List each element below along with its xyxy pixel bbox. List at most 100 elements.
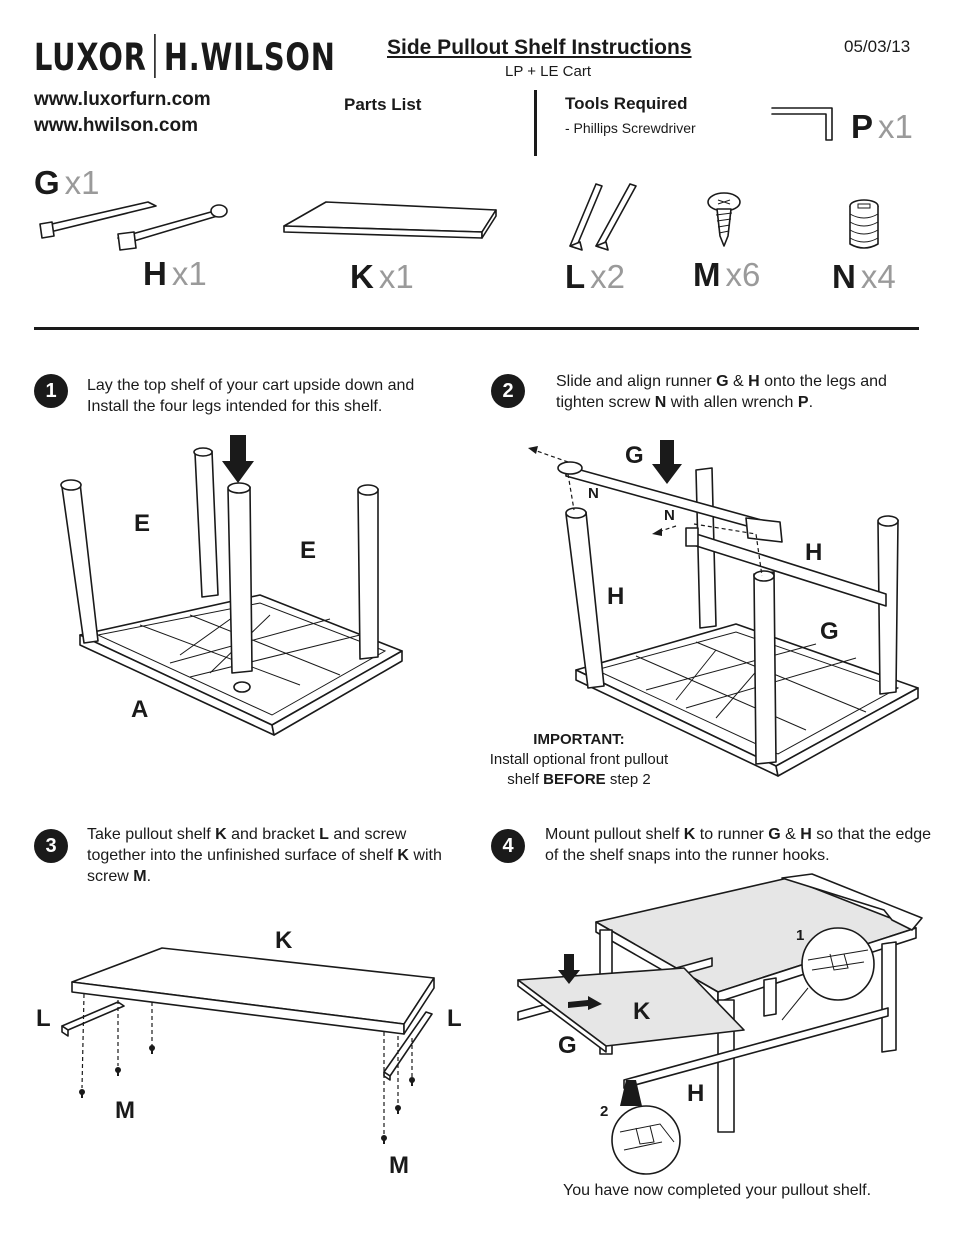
step-3-text-k1: K: [215, 826, 227, 843]
step-1-label-a: A: [131, 696, 149, 723]
tool-item-screwdriver: - Phillips Screwdriver: [565, 120, 696, 136]
part-letter-h: H: [143, 255, 167, 292]
important-text-before: BEFORE: [543, 771, 606, 788]
step-3-text-b: and bracket: [226, 826, 320, 843]
part-letter-m: M: [693, 256, 721, 293]
step-4-label-k: K: [633, 998, 651, 1025]
step-4-text-a: Mount pullout shelf: [545, 826, 684, 843]
step-2-illustration: [528, 440, 919, 777]
part-qty-k: x1: [378, 258, 414, 295]
section-divider: [34, 327, 919, 330]
document-date: 05/03/13: [844, 37, 911, 56]
screw-m-icon: [707, 192, 741, 247]
tools-required-heading: Tools Required: [565, 94, 688, 113]
step-4-text-g: G: [768, 826, 781, 843]
step-2-text-b: &: [728, 373, 749, 390]
brand-logo: LUXOR H.WILSON: [34, 34, 336, 79]
step-4-label-h: H: [687, 1080, 705, 1107]
part-qty-g: x1: [64, 164, 100, 201]
step-2-text-p: P: [797, 394, 809, 411]
step-2-text-g: G: [716, 373, 729, 390]
step-2-text-h: H: [748, 373, 760, 390]
shelf-k-icon: [283, 201, 497, 239]
step-3-label-l-right: L: [447, 1005, 462, 1032]
important-text-b: step 2: [605, 771, 651, 788]
step-1-illustration: [60, 435, 403, 736]
important-heading: IMPORTANT:: [533, 731, 625, 748]
part-letter-p: P: [851, 108, 874, 145]
part-qty-p: x1: [878, 108, 913, 145]
step-2-important-note: IMPORTANT: Install optional front pullou…: [478, 730, 680, 790]
step-4-text-h: H: [800, 826, 812, 843]
step-4-label-g: G: [558, 1032, 577, 1059]
step-2-text-e: .: [808, 394, 814, 411]
step-4-detail-1-label: 1: [796, 927, 805, 944]
important-text-a: Install optional front pullout shelf: [489, 751, 669, 788]
website-link-hwilson[interactable]: www.hwilson.com: [34, 115, 198, 136]
step-3-number: 3: [34, 829, 68, 863]
completion-message: You have now completed your pullout shel…: [563, 1182, 872, 1199]
step-2-label-n-right: N: [664, 507, 675, 524]
step-2-number: 2: [491, 374, 525, 408]
step-1-label-e-left: E: [134, 510, 151, 537]
step-3-text-d: with screw: [87, 847, 442, 885]
step-1-number: 1: [34, 374, 68, 408]
step-3-label-m-right: M: [389, 1152, 409, 1179]
step-2-text-d: with allen wrench: [666, 394, 798, 411]
part-qty-m: x6: [725, 256, 761, 293]
step-2-text-n: N: [654, 394, 667, 411]
step-3-text-l: L: [319, 826, 329, 843]
step-2-instructions: Slide and align runner G & H onto the le…: [556, 371, 906, 413]
step-4-text-k: K: [683, 826, 696, 843]
step-3-illustration: [61, 947, 435, 1144]
step-2-label-h-left: H: [607, 583, 625, 610]
step-1-instructions: Lay the top shelf of your cart upside do…: [87, 375, 457, 417]
step-3-text-a: Take pullout shelf: [87, 826, 216, 843]
part-qty-l: x2: [590, 258, 626, 295]
step-4-instructions: Mount pullout shelf K to runner G & H so…: [545, 824, 935, 866]
allen-wrench-icon: [771, 107, 833, 141]
step-3-label-l-left: L: [36, 1005, 51, 1032]
step-2-text-a: Slide and align runner: [556, 373, 717, 390]
step-4-detail-2-label: 2: [600, 1103, 609, 1120]
part-qty-h: x1: [171, 255, 207, 292]
step-2-label-n-left: N: [588, 485, 599, 502]
step-3-label-m-left: M: [115, 1097, 135, 1124]
step-4-text-b: to runner: [695, 826, 769, 843]
step-3-text-k2: K: [397, 847, 409, 864]
parts-list-heading: Parts List: [344, 95, 422, 114]
part-letter-n: N: [832, 258, 856, 295]
part-letter-l: L: [565, 258, 586, 295]
part-letter-g: G: [34, 164, 60, 201]
logo-hwilson: H.WILSON: [163, 36, 336, 79]
step-2-label-g-top: G: [625, 442, 644, 469]
step-4-text-d: so that the edge of the shelf snaps into…: [545, 826, 932, 864]
step-4-illustration: [517, 873, 923, 1175]
step-3-text-c: and screw together into the unfinished s…: [87, 826, 407, 864]
page-title: Side Pullout Shelf Instructions: [387, 36, 692, 59]
part-qty-n: x4: [860, 258, 896, 295]
page-subtitle: LP + LE Cart: [505, 63, 592, 80]
website-link-luxor[interactable]: www.luxorfurn.com: [34, 89, 211, 110]
header-divider: [534, 90, 537, 156]
step-4-text-c: &: [780, 826, 801, 843]
logo-luxor: LUXOR: [34, 36, 147, 79]
step-3-text-e: .: [146, 868, 152, 885]
step-2-label-g-bottom: G: [820, 618, 839, 645]
bracket-l-icon: [569, 183, 637, 251]
step-2-text-c: onto the legs and tighten screw: [556, 373, 887, 411]
logo-divider: [154, 34, 157, 78]
step-1-label-e-right: E: [300, 537, 317, 564]
part-letter-k: K: [350, 258, 374, 295]
step-2-label-h-right: H: [805, 539, 823, 566]
step-3-label-k: K: [275, 927, 293, 954]
runner-g-icon: [39, 201, 228, 251]
setscrew-n-icon: [849, 199, 879, 249]
step-3-text-m: M: [133, 868, 147, 885]
